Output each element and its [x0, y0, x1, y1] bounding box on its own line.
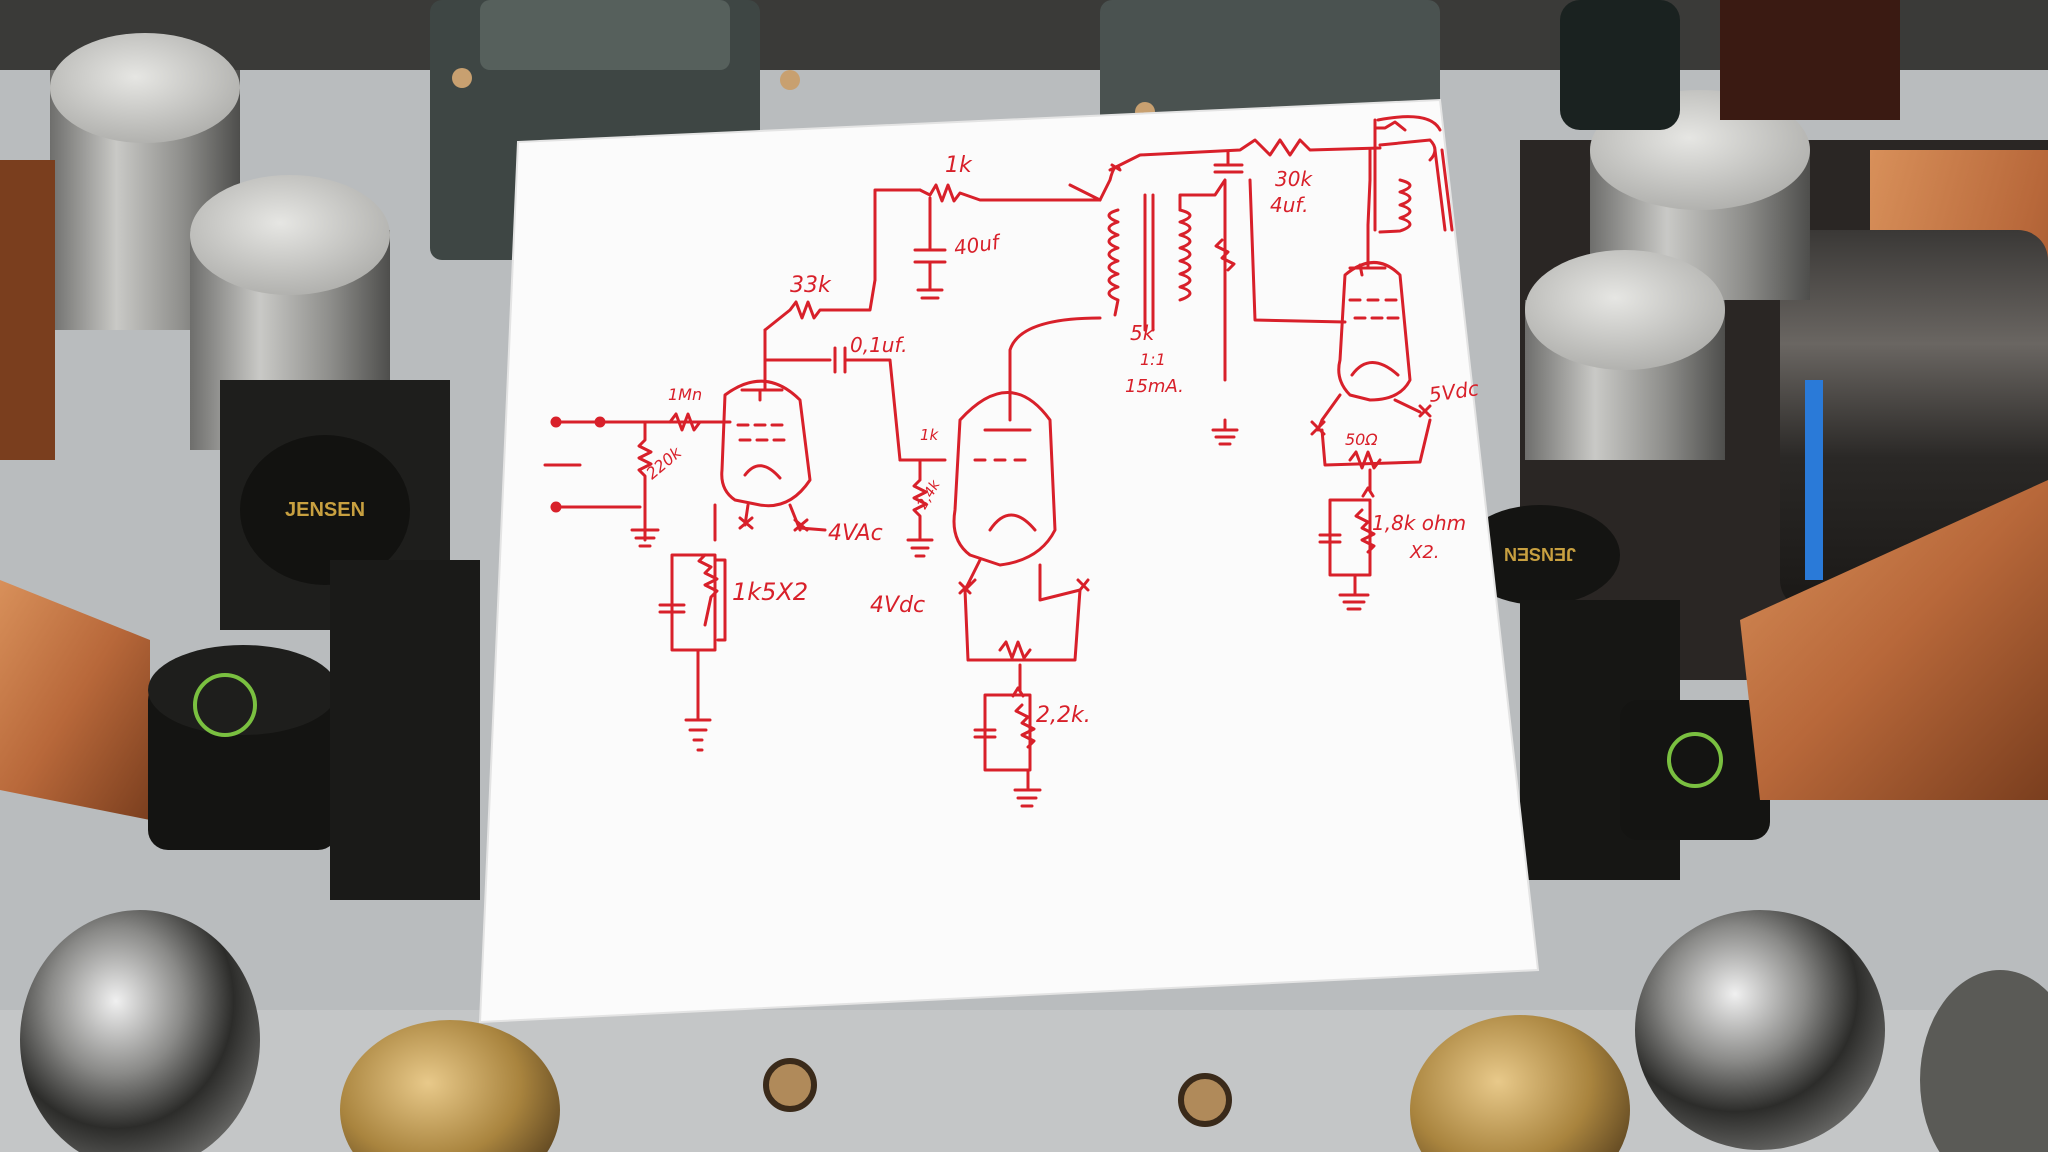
filter-capacitor-can-top — [50, 33, 240, 143]
brass-tube-left — [340, 1020, 560, 1152]
schematic-drawing — [543, 115, 1454, 808]
copper-strip-left — [0, 160, 55, 460]
label-r-x2: X2. — [1409, 542, 1440, 563]
brass-tube-right — [1410, 1015, 1630, 1152]
copper-bracket-right-low — [1740, 480, 2048, 800]
chrome-tube-right — [1635, 910, 1885, 1150]
choke-left — [330, 560, 480, 900]
label-c-01uf: 0,1uf. — [850, 333, 908, 357]
rca-jack-left — [763, 1058, 817, 1112]
output-transformer-left-top — [480, 0, 730, 70]
filter-can-right-top — [1525, 250, 1725, 370]
tube-green-logo — [193, 673, 257, 737]
output-transformer-right — [1100, 0, 1440, 130]
label-r-33k: 33k — [790, 273, 832, 298]
glass-tube-far-right — [1920, 970, 2048, 1152]
bolt — [780, 70, 800, 90]
paper-sheet — [478, 98, 1540, 1024]
black-tube-right — [1620, 700, 1770, 840]
label-xfmr-5k: 5k — [1130, 321, 1156, 345]
bolt — [452, 68, 472, 88]
label-xfmr-current: 15mA. — [1125, 376, 1184, 397]
label-xfmr-ratio: 1:1 — [1140, 350, 1166, 369]
filter-capacitor-can-top — [190, 175, 390, 295]
label-r-1m: 1Mn — [668, 385, 702, 404]
glass-tube-top-right — [1560, 0, 1680, 130]
label-r-2k2: 2,2k. — [1036, 703, 1091, 728]
jensen-capacitor — [240, 435, 410, 585]
rca-jack-right — [1178, 1073, 1232, 1127]
black-tube-left-top — [148, 645, 338, 735]
label-r-1k: 1k — [945, 153, 973, 178]
label-heater-2: 4Vdc — [870, 593, 925, 618]
chassis-dark-top — [0, 0, 2048, 70]
jensen-capacitor-right — [1460, 505, 1620, 605]
jensen-label-right: JENSEN — [1504, 544, 1576, 564]
jensen-label: JENSEN — [285, 499, 365, 521]
label-r-1k5x2: 1k5X2 — [732, 578, 808, 606]
label-r-1k8x2: 1,8k ohm — [1372, 511, 1466, 535]
schematic-labels: 1k 40uf 33k 0,1uf. 1Mn 220k 1k 2,4k 4VAc… — [642, 153, 1480, 728]
blue-wire — [1805, 380, 1823, 580]
label-r-50ohm: 50Ω — [1345, 430, 1378, 449]
copper-bracket-left — [0, 580, 150, 820]
label-r-1k-small: 1k — [920, 426, 940, 444]
label-r-30k: 30k — [1275, 167, 1313, 191]
chrome-tube-left — [20, 910, 260, 1152]
tube-green-logo-right — [1667, 732, 1723, 788]
label-heater-1: 4VAc — [828, 521, 883, 546]
label-c-4uf: 4uf. — [1270, 193, 1308, 217]
red-wire-box — [1720, 0, 1900, 120]
